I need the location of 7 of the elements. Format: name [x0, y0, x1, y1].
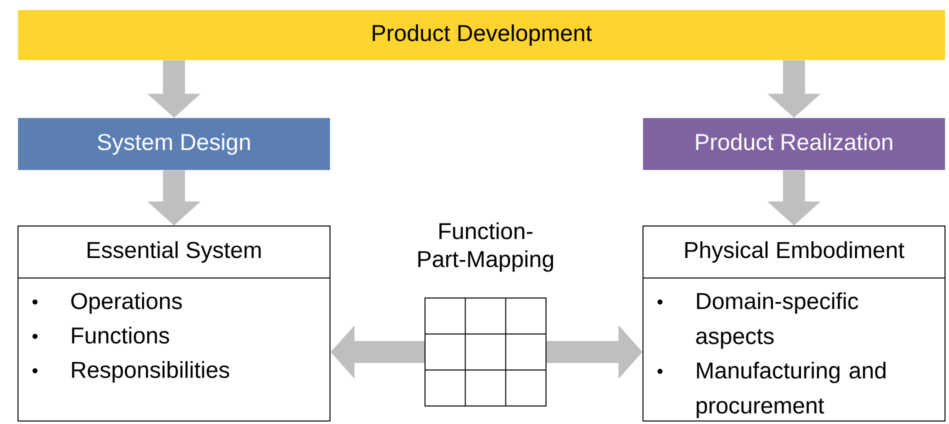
matrix-grid: Function-Part-Mapping: [418, 222, 554, 406]
list-box: Essential System Operations Functions Responsibilities: [18, 226, 330, 422]
heading-bar: Product Development: [18, 10, 945, 60]
heading-bar: Product Realization: [643, 118, 945, 170]
heading-bar: System Design: [18, 118, 330, 170]
node-label: Function-Part-Mapping: [418, 222, 554, 272]
list-box: Physical Embodiment Domain-specific aspects Manufacturing and procurement: [642, 226, 946, 422]
